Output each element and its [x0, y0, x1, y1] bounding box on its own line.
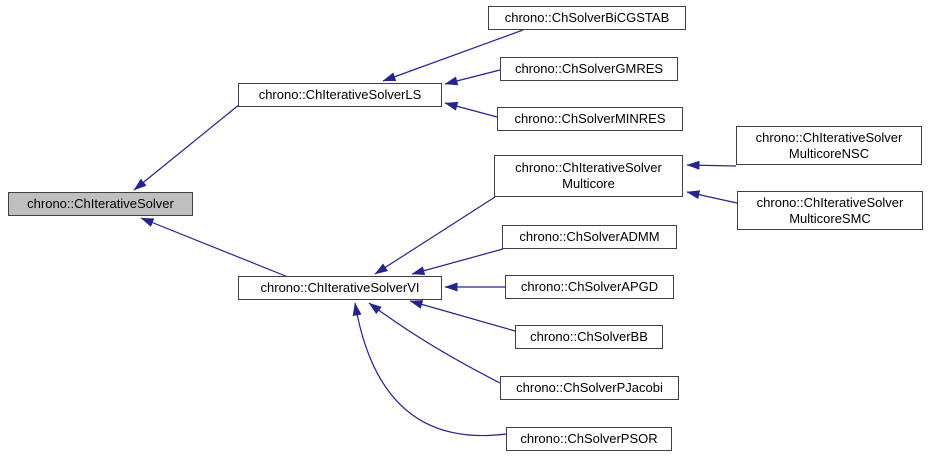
class-node-chsolveradmm[interactable]: chrono::ChSolverADMM — [502, 225, 677, 249]
class-label: chrono::ChSolverGMRES — [514, 61, 664, 76]
class-label: chrono::ChIterativeSolver — [27, 196, 174, 211]
edge-psor-to-solvervi — [352, 302, 507, 437]
class-node-chsolverpjacobi[interactable]: chrono::ChSolverPJacobi — [500, 376, 679, 400]
class-label-line2: Multicore — [562, 176, 615, 191]
edge-pjacobi-to-solvervi — [368, 302, 501, 384]
edge-multicoresmc-to-multicore — [686, 190, 738, 204]
class-node-chsolverapgd[interactable]: chrono::ChSolverAPGD — [505, 275, 674, 299]
edge-minres-to-solverls — [444, 101, 498, 118]
class-node-chiterativesolver: chrono::ChIterativeSolver — [8, 192, 193, 216]
class-label-line1: chrono::ChIterativeSolver — [756, 194, 904, 210]
class-label: chrono::ChIterativeSolverLS — [258, 87, 422, 102]
class-label-line1: chrono::ChIterativeSolver — [755, 129, 903, 145]
class-node-chsolverbb[interactable]: chrono::ChSolverBB — [515, 325, 663, 349]
class-label: chrono::ChSolverBB — [530, 329, 648, 344]
edge-admm-to-solvervi — [411, 248, 504, 276]
edge-bicgstab-to-solverls — [382, 29, 524, 82]
class-label: chrono::ChSolverPSOR — [520, 431, 658, 446]
class-label: chrono::ChSolverBiCGSTAB — [504, 10, 670, 25]
class-label: chrono::ChSolverADMM — [519, 229, 660, 244]
class-node-chsolverpsor[interactable]: chrono::ChSolverPSOR — [506, 427, 672, 451]
class-label: chrono::ChSolverAPGD — [520, 279, 659, 294]
class-node-chiterativesolverls[interactable]: chrono::ChIterativeSolverLS — [238, 83, 442, 107]
edge-bb-to-solvervi — [409, 300, 516, 332]
class-node-chiterativesolvermulticorensc[interactable]: chrono::ChIterativeSolver MulticoreNSC — [736, 126, 922, 165]
edge-solverls-to-root — [133, 103, 241, 191]
edge-multicore-to-solvervi — [374, 196, 496, 275]
edge-gmres-to-solverls — [444, 69, 501, 86]
class-label: chrono::ChIterativeSolverVI — [260, 280, 420, 295]
class-label-line2: MulticoreNSC — [788, 145, 870, 161]
class-node-chiterativesolvermulticoresmc[interactable]: chrono::ChIterativeSolver MulticoreSMC — [737, 191, 923, 230]
class-node-chiterativesolvermulticore[interactable]: chrono::ChIterativeSolver Multicore — [494, 155, 683, 197]
class-label-line2: MulticoreSMC — [789, 210, 871, 226]
class-label: chrono::ChSolverMINRES — [514, 111, 666, 126]
class-label-line1: chrono::ChIterativeSolver — [515, 160, 662, 175]
class-node-chsolverbicgstab[interactable]: chrono::ChSolverBiCGSTAB — [488, 6, 686, 30]
class-label: chrono::ChSolverPJacobi — [516, 380, 663, 395]
class-node-chsolverminres[interactable]: chrono::ChSolverMINRES — [497, 107, 683, 131]
edge-multicorensc-to-multicore — [686, 160, 737, 170]
class-node-chsolvergmres[interactable]: chrono::ChSolverGMRES — [500, 57, 678, 81]
edge-solvervi-to-root — [140, 217, 289, 278]
class-node-chiterativesolvervi[interactable]: chrono::ChIterativeSolverVI — [238, 276, 442, 300]
